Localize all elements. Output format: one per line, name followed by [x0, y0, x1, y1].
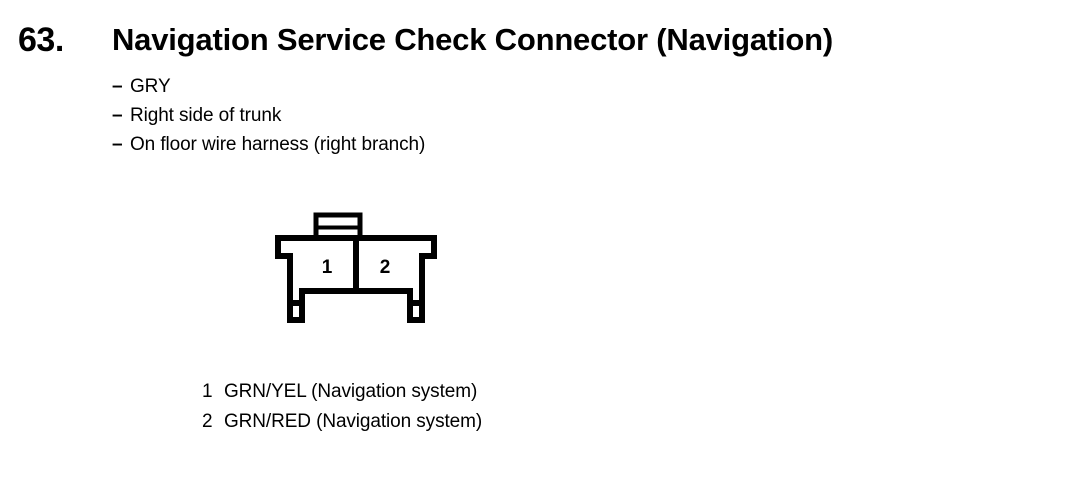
- dash-marker: –: [112, 134, 123, 155]
- detail-line-location-text: Right side of trunk: [130, 105, 282, 126]
- connector-diagram: 1 2: [270, 205, 450, 335]
- connector-foot-left: [287, 303, 305, 323]
- connector-foot-right: [407, 303, 425, 323]
- legend-row: 2 GRN/RED (Navigation system): [202, 407, 802, 437]
- item-number: 63.: [18, 21, 64, 59]
- dash-marker: –: [112, 76, 123, 97]
- legend-pin-number: 2: [202, 411, 213, 432]
- detail-line-color: –GRY: [112, 72, 812, 101]
- legend-pin-number: 1: [202, 381, 213, 402]
- detail-line-harness-text: On floor wire harness (right branch): [130, 134, 426, 155]
- pin-legend: 1 GRN/YEL (Navigation system) 2 GRN/RED (N…: [202, 377, 802, 437]
- dash-marker: –: [112, 105, 123, 126]
- legend-row: 1 GRN/YEL (Navigation system): [202, 377, 802, 407]
- detail-line-color-text: GRY: [130, 76, 171, 97]
- pin-number-1: 1: [322, 257, 333, 278]
- page-header: 63. Navigation Service Check Connector (…: [0, 18, 1072, 66]
- connector-details-list: –GRY –Right side of trunk –On floor wire…: [112, 72, 812, 159]
- legend-pin-description: GRN/RED (Navigation system): [224, 411, 483, 432]
- detail-line-location: –Right side of trunk: [112, 101, 812, 130]
- detail-line-harness: –On floor wire harness (right branch): [112, 130, 812, 159]
- legend-pin-description: GRN/YEL (Navigation system): [224, 381, 478, 402]
- pin-number-2: 2: [380, 257, 391, 278]
- page-title: Navigation Service Check Connector (Navi…: [112, 22, 833, 57]
